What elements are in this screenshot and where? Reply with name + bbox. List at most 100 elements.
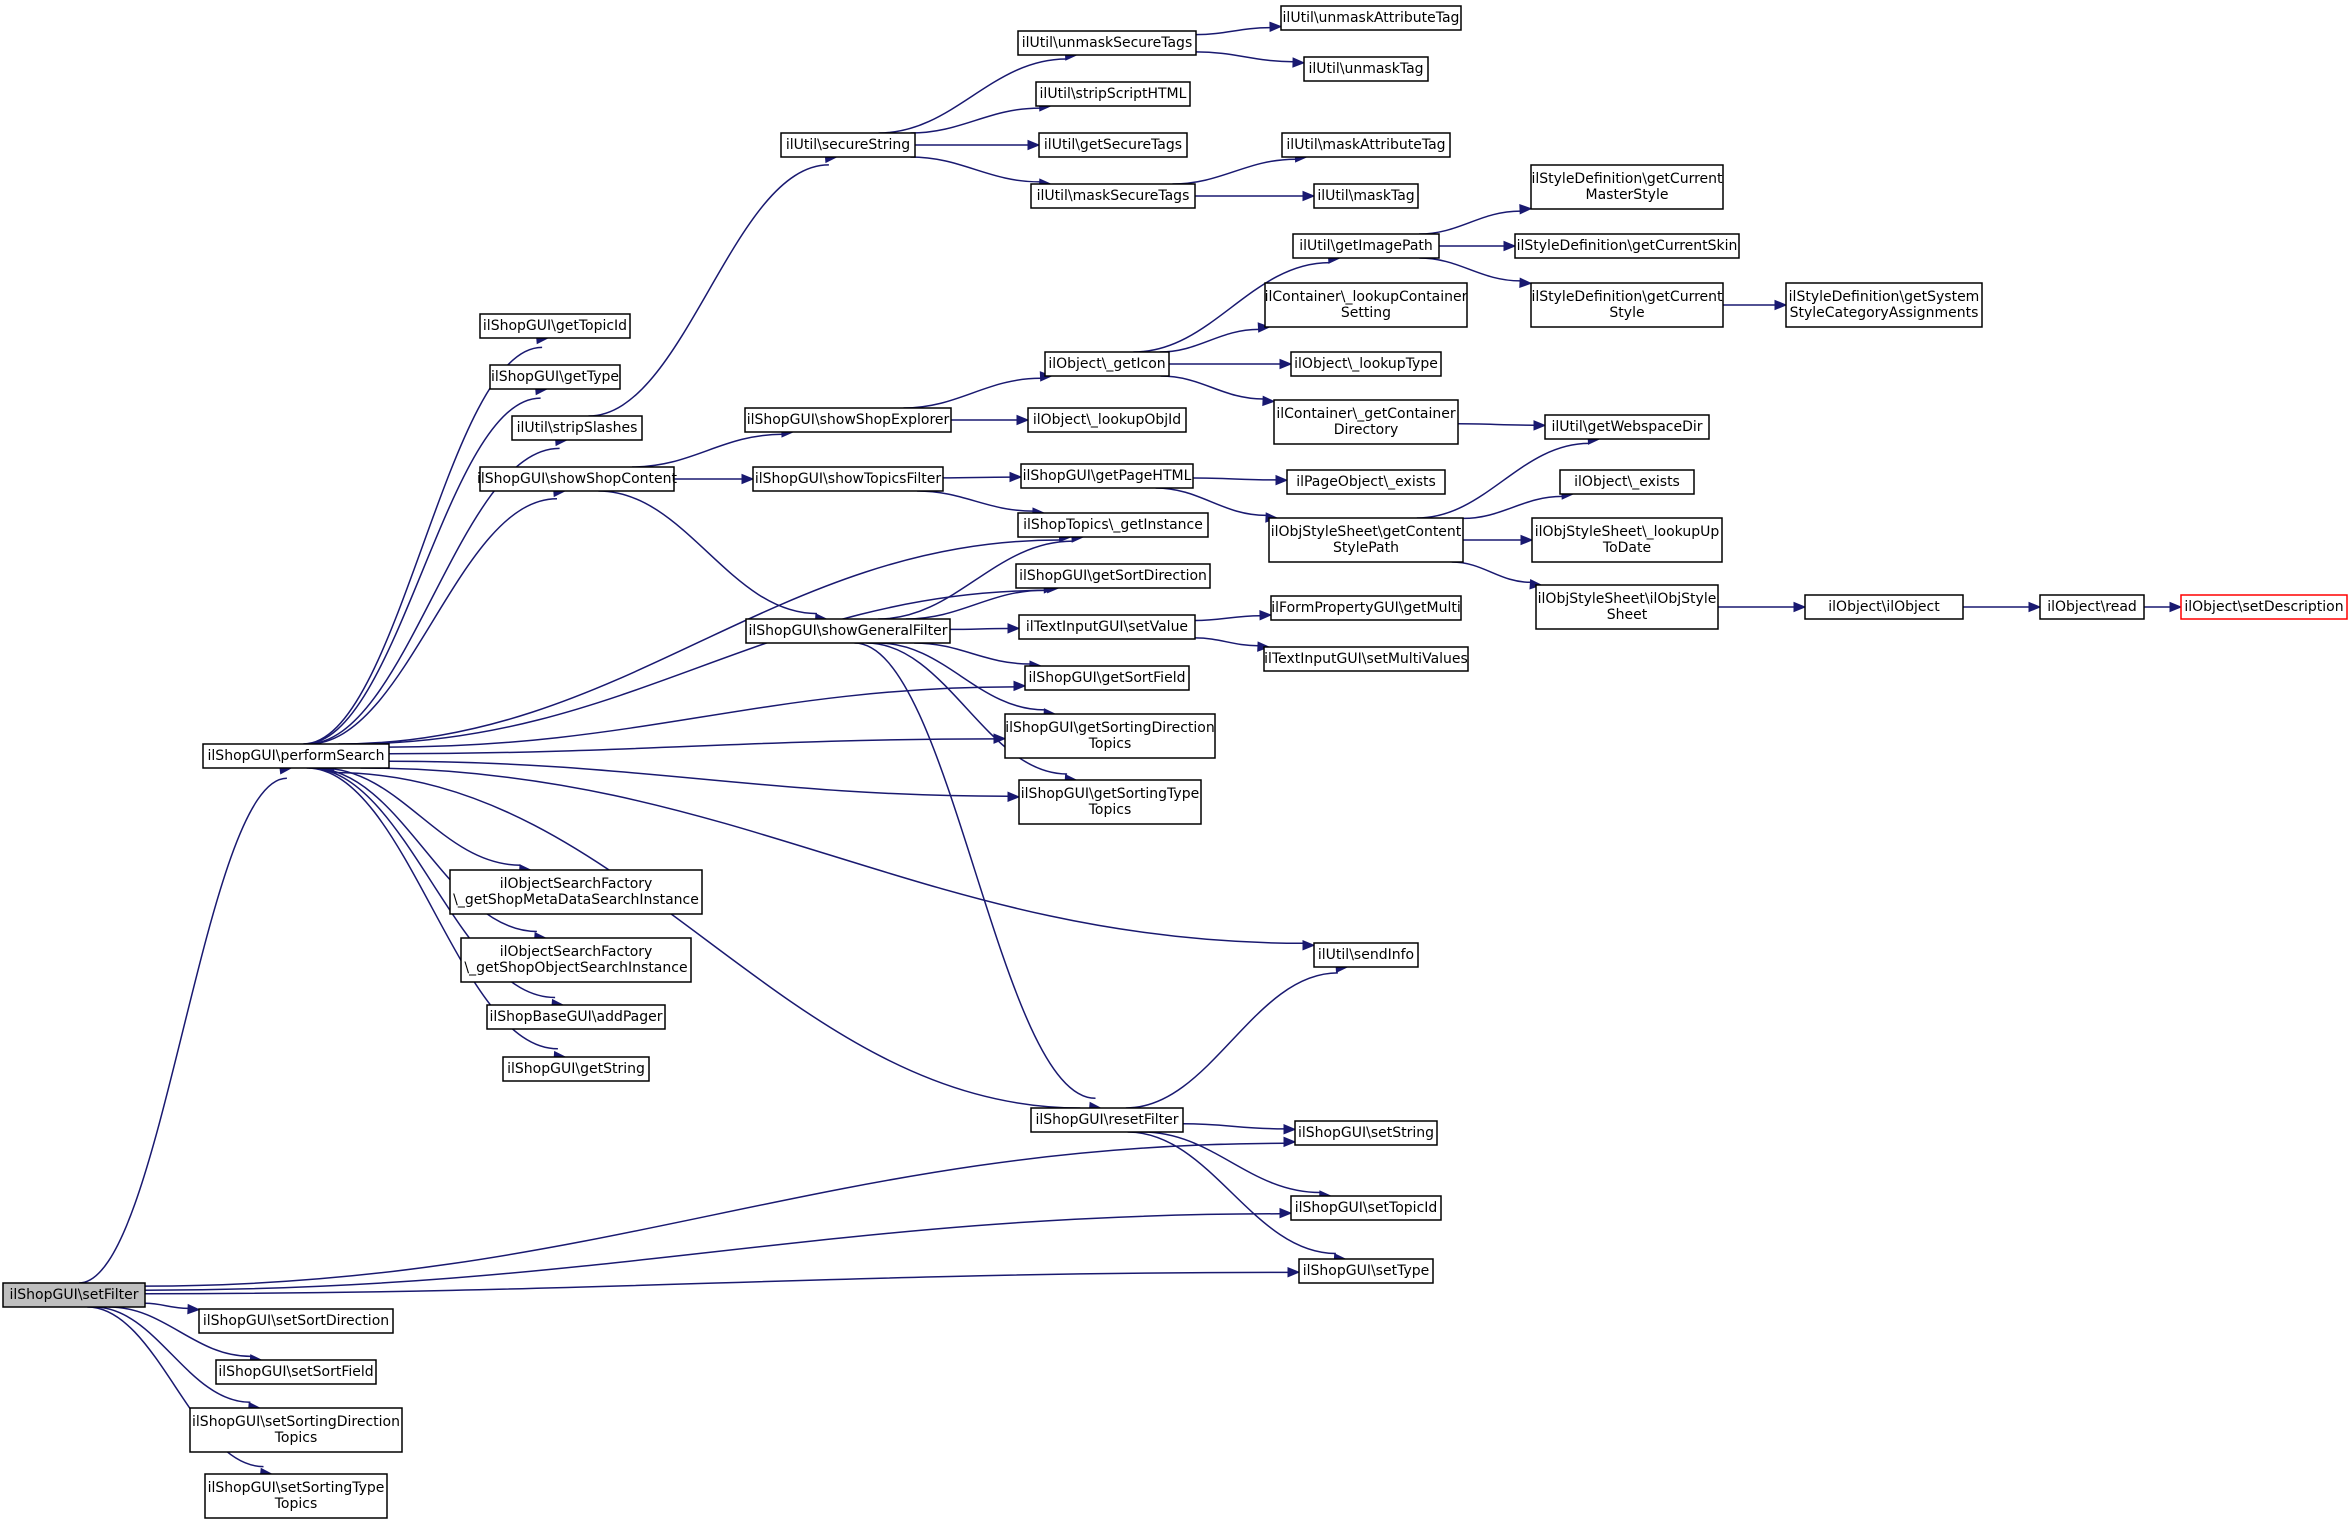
node-show-topics-filter[interactable]: ilShopGUI\showTopicsFilter [752, 466, 944, 492]
node-set-multi-values[interactable]: ilTextInputGUI\setMultiValues [1263, 646, 1469, 672]
node-set-string[interactable]: ilShopGUI\setString [1294, 1120, 1438, 1146]
node-label: ilObject\ilObject [1828, 599, 1940, 615]
node-get-sort-field[interactable]: ilShopGUI\getSortField [1024, 665, 1190, 691]
node-label: \_getShopObjectSearchInstance [464, 960, 687, 976]
edge-line [108, 1306, 252, 1358]
node-box [1015, 563, 1211, 589]
node-get-topic-id[interactable]: ilShopGUI\getTopicId [479, 313, 631, 339]
edge-line [1159, 328, 1259, 353]
node-get-shop-object-search-instance[interactable]: ilObjectSearchFactory\_getShopObjectSear… [460, 937, 692, 983]
node-box [489, 364, 621, 390]
node-box [2039, 594, 2145, 620]
node-unmask-attribute-tag[interactable]: ilUtil\unmaskAttributeTag [1280, 5, 1462, 31]
node-read[interactable]: ilObject\read [2039, 594, 2145, 620]
node-mask-attribute-tag[interactable]: ilUtil\maskAttributeTag [1281, 132, 1451, 158]
edge-line [877, 642, 1045, 711]
node-reset-filter[interactable]: ilShopGUI\resetFilter [1030, 1107, 1184, 1133]
node-get-current-skin[interactable]: ilStyleDefinition\getCurrentSkin [1514, 233, 1740, 259]
node-get-type[interactable]: ilShopGUI\getType [489, 364, 621, 390]
node-get-sort-direction[interactable]: ilShopGUI\getSortDirection [1015, 563, 1211, 589]
edge-il-obj-style-sheet-to-il-object [1717, 601, 1807, 613]
edge-perform-search-to-get-sort-direction [350, 582, 1060, 745]
node-box [744, 407, 952, 433]
edge-perform-search-to-get-topic-id [303, 333, 550, 745]
node-lookup-type[interactable]: ilObject\_lookupType [1290, 351, 1442, 377]
node-box [1270, 595, 1462, 621]
node-il-obj-style-sheet[interactable]: ilObjStyleSheet\ilObjStyleSheet [1535, 584, 1719, 630]
node-set-sort-field[interactable]: ilShopGUI\setSortField [215, 1359, 377, 1385]
node-get-icon[interactable]: ilObject\_getIcon [1044, 351, 1170, 377]
node-set-type[interactable]: ilShopGUI\setType [1298, 1258, 1434, 1284]
node-set-value[interactable]: ilTextInputGUI\setValue [1018, 614, 1196, 640]
edge-line [1194, 615, 1261, 622]
arrowhead-icon [1007, 791, 1021, 803]
node-il-object[interactable]: ilObject\ilObject [1804, 594, 1964, 620]
node-mask-tag[interactable]: ilUtil\maskTag [1313, 183, 1419, 209]
node-label: ilTextInputGUI\setValue [1026, 619, 1188, 635]
node-unmask-secure-tags[interactable]: ilUtil\unmaskSecureTags [1017, 30, 1197, 56]
node-show-general-filter[interactable]: ilShopGUI\showGeneralFilter [745, 618, 951, 644]
arrowhead-icon [1279, 358, 1293, 370]
node-box [1020, 463, 1194, 489]
node-unmask-tag[interactable]: ilUtil\unmaskTag [1303, 56, 1429, 82]
node-label: Style [1609, 305, 1644, 321]
node-get-page-html[interactable]: ilShopGUI\getPageHTML [1020, 463, 1194, 489]
arrowhead-icon [1283, 1124, 1297, 1135]
edge-line [910, 107, 1040, 134]
node-box [1785, 282, 1983, 328]
node-secure-string[interactable]: ilUtil\secureString [780, 132, 916, 158]
node-send-info[interactable]: ilUtil\sendInfo [1313, 942, 1419, 968]
node-label: ilStyleDefinition\getSystem [1789, 289, 1980, 305]
node-show-shop-content[interactable]: ilShopGUI\showShopContent [477, 466, 678, 492]
node-box [511, 415, 643, 441]
node-get-instance[interactable]: ilShopTopics\_getInstance [1017, 512, 1209, 538]
node-label: ilObject\setDescription [2184, 599, 2343, 615]
edge-show-shop-explorer-to-get-icon [903, 371, 1053, 409]
node-label: ilShopGUI\setType [1303, 1263, 1430, 1279]
node-get-shop-meta-data-search-instance[interactable]: ilObjectSearchFactory\_getShopMetaDataSe… [449, 869, 703, 915]
node-get-webspace-dir[interactable]: ilUtil\getWebspaceDir [1544, 414, 1710, 440]
node-strip-script-html[interactable]: ilUtil\stripScriptHTML [1035, 81, 1191, 107]
node-box [1313, 183, 1419, 209]
node-mask-secure-tags[interactable]: ilUtil\maskSecureTags [1030, 183, 1196, 209]
node-add-pager[interactable]: ilShopBaseGUI\addPager [486, 1004, 666, 1030]
edge-show-shop-content-to-show-general-filter [598, 490, 828, 624]
edge-line [1195, 26, 1271, 36]
node-label: ilShopBaseGUI\addPager [489, 1009, 662, 1025]
edge-show-general-filter-to-set-value [949, 623, 1021, 634]
node-lookup-obj-id[interactable]: ilObject\_lookupObjId [1027, 407, 1187, 433]
node-get-multi[interactable]: ilFormPropertyGUI\getMulti [1270, 595, 1462, 621]
node-object-exists[interactable]: ilObject\_exists [1559, 469, 1695, 495]
node-get-image-path[interactable]: ilUtil\getImagePath [1292, 233, 1440, 259]
node-set-sort-direction[interactable]: ilShopGUI\setSortDirection [198, 1308, 394, 1334]
node-set-description[interactable]: ilObject\setDescription [2180, 594, 2348, 620]
edge-line [1416, 442, 1590, 519]
node-get-system-style-category-assignments[interactable]: ilStyleDefinition\getSystemStyleCategory… [1785, 282, 1983, 328]
edge-set-filter-to-set-type [144, 1266, 1301, 1295]
edge-line [914, 642, 1031, 665]
node-perform-search[interactable]: ilShopGUI\performSearch [202, 743, 390, 769]
node-label: ilShopGUI\getSortingDirection [1005, 720, 1215, 736]
node-get-string[interactable]: ilShopGUI\getString [502, 1056, 650, 1082]
node-get-secure-tags[interactable]: ilUtil\getSecureTags [1038, 132, 1188, 158]
node-box [1559, 469, 1695, 495]
node-page-object-exists[interactable]: ilPageObject\_exists [1286, 469, 1446, 495]
node-set-filter[interactable]: ilShopGUI\setFilter [2, 1282, 146, 1308]
node-strip-slashes[interactable]: ilUtil\stripSlashes [511, 415, 643, 441]
arrowhead-icon [1302, 190, 1316, 202]
node-set-topic-id[interactable]: ilShopGUI\setTopicId [1290, 1195, 1442, 1221]
node-label: ilUtil\maskAttributeTag [1286, 137, 1445, 153]
node-box [1263, 646, 1469, 672]
node-show-shop-explorer[interactable]: ilShopGUI\showShopExplorer [744, 407, 952, 433]
edge-line [144, 1213, 1281, 1291]
